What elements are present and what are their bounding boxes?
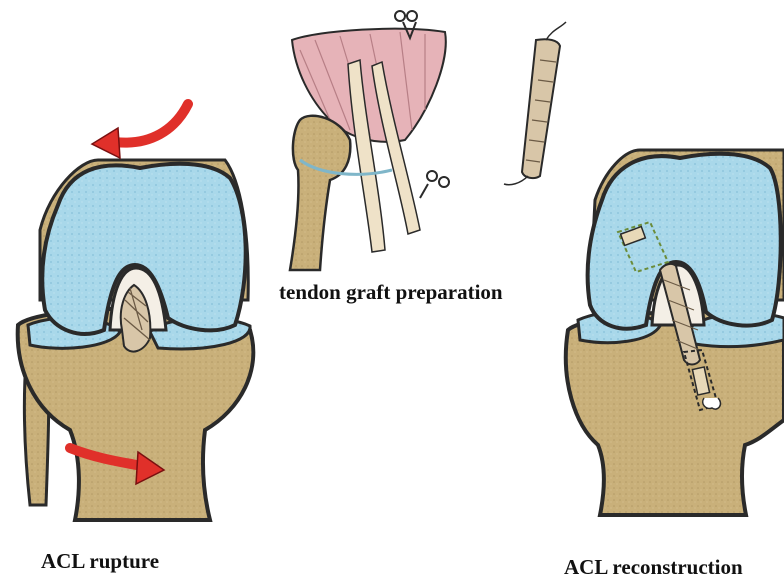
knee-bone-middle xyxy=(290,116,350,270)
rotation-arrow-top xyxy=(115,104,188,143)
label-tendon-graft: tendon graft preparation xyxy=(279,280,503,305)
label-acl-rupture: ACL rupture xyxy=(41,549,159,574)
prepared-graft xyxy=(504,22,566,185)
knee-rupture xyxy=(18,104,254,520)
label-acl-reconstruction: ACL reconstruction xyxy=(564,555,743,580)
graft-harvest xyxy=(290,11,566,270)
clamp-icon xyxy=(420,171,449,198)
knee-reconstruction xyxy=(566,150,784,515)
